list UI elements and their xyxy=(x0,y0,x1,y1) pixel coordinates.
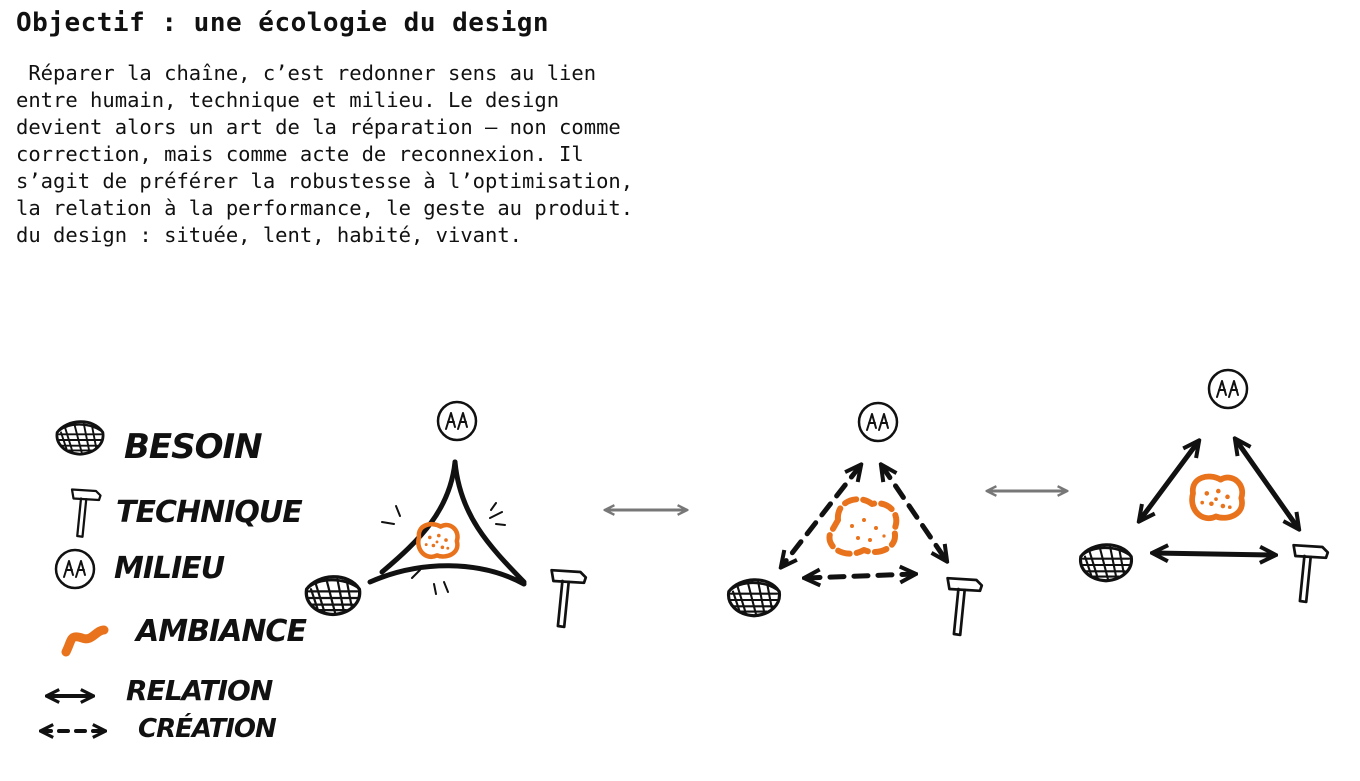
legend-milieu-label: MILIEU xyxy=(114,551,225,586)
diagram-relation xyxy=(1078,368,1330,604)
tension-edge xyxy=(452,459,527,585)
legend-besoin-label: BESOIN xyxy=(124,427,262,467)
basket-icon xyxy=(55,420,105,456)
ambiance-blob xyxy=(826,496,900,557)
legend-technique-label: TECHNIQUE xyxy=(116,495,303,530)
legend-relation-label: RELATION xyxy=(126,674,273,707)
technique-icon xyxy=(550,568,588,629)
paragraph-line: la relation à la performance, le geste a… xyxy=(16,196,634,220)
spark-marks xyxy=(381,502,506,595)
hammer-icon xyxy=(70,488,102,538)
creation-edges xyxy=(782,466,946,578)
page-title: Objectif : une écologie du design xyxy=(16,8,550,38)
milieu-icon xyxy=(1207,368,1249,410)
paragraph-line: devient alors un art de la réparation — … xyxy=(16,115,621,139)
ambiance-blob xyxy=(1192,476,1242,518)
besoin-icon xyxy=(726,578,782,618)
paragraph-line: du design : située, lent, habité, vivant… xyxy=(16,223,523,247)
diagram-creation xyxy=(726,401,984,637)
besoin-icon xyxy=(1078,543,1134,583)
legend: BESOIN TECHNIQUE MILIEU AMBIANCE RELATIO… xyxy=(42,420,308,744)
besoin-icon xyxy=(304,575,362,617)
milieu-icon xyxy=(857,401,899,443)
paragraph-line: entre humain, technique et milieu. Le de… xyxy=(16,88,560,112)
legend-creation-label: CRÉATION xyxy=(138,712,277,744)
paragraph-line: s’agit de préférer la robustesse à l’opt… xyxy=(16,169,634,193)
legend-ambiance-label: AMBIANCE xyxy=(134,614,307,649)
technique-icon xyxy=(946,576,984,637)
intro-paragraph: Réparer la chaîne, c’est redonner sens a… xyxy=(16,60,716,249)
technique-icon xyxy=(1292,543,1330,604)
milieu-icon xyxy=(436,400,478,442)
paragraph-line: Réparer la chaîne, c’est redonner sens a… xyxy=(16,61,597,85)
paragraph-line: correction, mais comme acte de reconnexi… xyxy=(16,142,584,166)
orange-blob-icon xyxy=(61,625,109,657)
mountain-circle-icon xyxy=(54,548,96,590)
relation-edges xyxy=(1140,440,1298,555)
tension-edge xyxy=(367,563,527,587)
diagram-tension xyxy=(304,400,588,629)
